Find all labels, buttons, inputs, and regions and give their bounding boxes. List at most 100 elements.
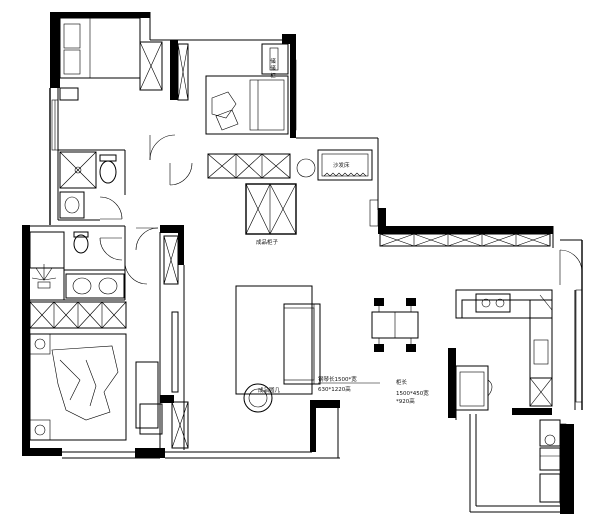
sofa-bed-cushion (321, 153, 369, 177)
bedroom-bottom-left (29, 235, 189, 449)
sofa-bed-area: 沙发床 (317, 149, 373, 181)
window (290, 59, 297, 131)
wall-cabinet (379, 233, 551, 247)
wardrobe-cross (29, 301, 55, 329)
blanket (249, 79, 285, 131)
utility-cabinet (539, 419, 561, 447)
wall-segment (378, 208, 386, 234)
wardrobe (163, 235, 179, 285)
walls (22, 12, 583, 514)
tea-table-label: 成品圆几 (258, 386, 281, 394)
wall-segment (22, 225, 30, 450)
wardrobe (139, 41, 163, 91)
duvet (51, 345, 119, 421)
round-tea-table-inner (248, 388, 268, 408)
washer (29, 231, 65, 269)
door-swing (559, 249, 583, 273)
counter-line (539, 294, 553, 311)
wardrobe-cross (177, 43, 189, 101)
door-swing (135, 227, 159, 251)
door-swing (99, 196, 123, 220)
wall-segment (310, 400, 340, 408)
wall-cabinet-row (379, 233, 551, 247)
rug (235, 285, 313, 395)
sink (72, 277, 92, 295)
wall-segment (160, 395, 174, 403)
appliance (539, 473, 561, 503)
cabinet-label-2: 1500*450宽 (396, 389, 429, 397)
tv-cabinet (135, 361, 159, 429)
bedroom-top-left (59, 17, 163, 101)
lamp (34, 338, 46, 350)
appliance (539, 447, 561, 471)
bedroom-top-center: 储 储 柜 成品柜子 (177, 43, 297, 246)
toilet-tank (73, 231, 89, 238)
wardrobe-cross (163, 235, 179, 285)
bed (29, 333, 127, 441)
nightstand (29, 419, 51, 441)
burner (481, 298, 491, 308)
finished-cabinet-label: 成品柜子 (256, 238, 279, 246)
cab-cross (447, 233, 483, 247)
pillow (63, 23, 81, 49)
cab-cross (481, 233, 517, 247)
sink (64, 196, 80, 214)
desk (261, 43, 289, 75)
plant-icon (31, 264, 57, 289)
shower-area (59, 151, 97, 189)
fridge (455, 365, 489, 411)
stove (475, 293, 511, 313)
finished-cabinet (245, 183, 297, 235)
dining (371, 298, 419, 352)
wardrobe-cross (53, 301, 79, 329)
door-knob (296, 158, 316, 178)
duvet-fold (59, 359, 97, 407)
lamp (34, 424, 46, 436)
piano-label: 钢琴长1500*宽 (318, 375, 357, 383)
wall-segment (448, 348, 456, 418)
wall-shelf (171, 311, 179, 393)
pillow-decor (215, 109, 239, 131)
wall-segment (310, 400, 316, 452)
sofa-bed-label: 沙发床 (333, 161, 350, 169)
chair (374, 298, 384, 306)
counter-right (529, 299, 553, 407)
round-tea-table (243, 383, 273, 413)
chair (406, 344, 416, 352)
wall-segment (170, 40, 178, 100)
piano-label-2: 630*1220高 (318, 385, 351, 393)
wall-segment (290, 34, 296, 138)
toilet-tank (99, 154, 117, 162)
shower-line (59, 151, 97, 189)
cab-cross (515, 233, 551, 247)
chair (374, 344, 384, 352)
bathroom-top (59, 151, 117, 219)
cabinet-label: 柜长 (396, 378, 408, 386)
windows (23, 59, 583, 505)
door-swing (124, 261, 148, 285)
door-swing (99, 237, 123, 261)
wall-segment (135, 448, 165, 458)
bed (205, 75, 289, 135)
sofa-seat (283, 307, 315, 381)
cabinet-cross (261, 153, 291, 179)
wall-segment (512, 408, 552, 415)
round-fixture (544, 434, 556, 446)
wardrobe-cross (101, 301, 127, 329)
door-swing (149, 134, 176, 161)
pillow-decor (211, 91, 237, 119)
cabinet-label-3: *920高 (396, 397, 415, 405)
window (575, 289, 583, 403)
wall-segment (160, 225, 184, 233)
pillow (63, 49, 81, 75)
wall-segment (282, 34, 296, 44)
desk (59, 87, 79, 101)
cab-cross (413, 233, 449, 247)
shower-drain (74, 166, 82, 174)
wall-segment (178, 225, 184, 265)
sofa (283, 303, 321, 385)
long-cabinet (207, 153, 291, 179)
burner (495, 298, 505, 308)
door-swing (169, 162, 193, 186)
